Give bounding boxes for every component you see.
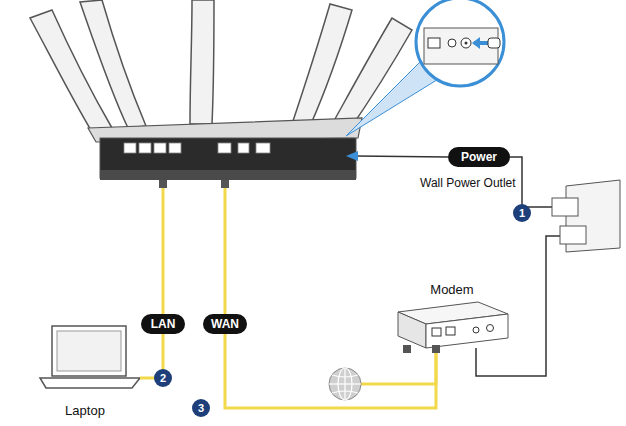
cable-tag: Power [448,147,510,167]
node-text: LAN [151,317,176,331]
router-antennas [30,0,412,132]
node-text: Laptop [65,403,105,418]
ethernet-cable [163,180,225,314]
node-text: WAN [211,317,239,331]
node-text: Modem [430,282,473,297]
cable-plugs [159,180,440,353]
wall-outlet [552,180,620,252]
cable-line [225,334,436,408]
plug-arrow [346,151,358,161]
zoom-callout [346,0,504,136]
outlet-label: Wall Power Outlet [420,176,516,190]
laptop-node: Laptop [30,322,140,418]
cable-tag: WAN [203,314,247,334]
callout-number: 1 [513,204,531,222]
power-cable [356,156,560,376]
callout-number: 2 [154,369,172,387]
laptop-icon [40,326,140,388]
modem-node: Modem [396,282,508,353]
router-body [88,118,362,180]
node-text: Power [461,150,497,164]
modem-box [398,302,508,348]
ethernet-cable [225,334,436,408]
callout-number: 3 [192,399,210,417]
cable-tag: LAN [141,314,185,334]
internet-globe [329,350,436,400]
